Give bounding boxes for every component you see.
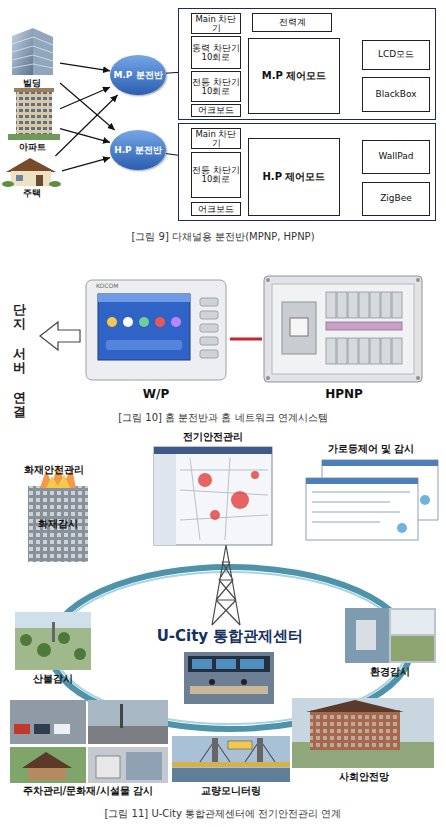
bridge-photo bbox=[172, 736, 290, 782]
connector bbox=[60, 83, 115, 130]
lcd-module-box: LCD모드 bbox=[362, 40, 430, 70]
node-label: 전등 차단기 10회로 bbox=[192, 166, 240, 184]
node-label: 어크보드 bbox=[198, 205, 234, 214]
connector bbox=[230, 338, 262, 341]
node-label: BlackBox bbox=[375, 90, 416, 99]
house bbox=[2, 158, 61, 187]
wallpad-box: WallPad bbox=[362, 140, 430, 174]
meter-box: 전력계 bbox=[252, 13, 332, 32]
node-label: WallPad bbox=[378, 152, 413, 161]
figure-caption: [그림 9] 다채널용 분전반(MPNP, HPNP) bbox=[0, 231, 446, 243]
node-label: Main 차단기 bbox=[192, 130, 240, 148]
zigbee-box: ZigBee bbox=[362, 182, 430, 216]
breaker-box: 전등 차단기 10회로 bbox=[191, 71, 241, 102]
breaker-box: Main 차단기 bbox=[191, 128, 241, 149]
node-label: Main 차단기 bbox=[192, 15, 240, 33]
fire-safety-image: 화재안전관리화재감시 bbox=[8, 462, 100, 562]
breaker-box: Main 차단기 bbox=[191, 13, 241, 34]
panelboard-image: HPNP bbox=[262, 274, 426, 404]
environment-image: 환경감시 bbox=[342, 606, 438, 682]
center-title: U-City 통합관제센터 bbox=[45, 628, 415, 645]
image-caption: 산불감시 bbox=[12, 673, 94, 685]
house-image: 주택 bbox=[2, 156, 62, 202]
streetlight-screens bbox=[306, 460, 438, 540]
image-caption: 주차관리/문화재/시설물 감시 bbox=[6, 785, 170, 797]
panel-node: H.P 분전반 bbox=[110, 130, 166, 170]
fire-building-photo bbox=[28, 464, 88, 562]
facility-image: 주차관리/문화재/시설물 감시 bbox=[6, 698, 170, 800]
node-label: H.P 분전반 bbox=[114, 145, 162, 155]
node-label: ZigBee bbox=[380, 194, 412, 203]
image-caption: W/P bbox=[82, 388, 230, 402]
image-caption: 교량모니터링 bbox=[170, 785, 292, 797]
figure-caption: [그림 11] U-City 통합관제센터에 전기안전관리 연계 bbox=[0, 808, 446, 820]
apartment-image: 아파트 bbox=[4, 86, 60, 156]
image-caption: 아파트 bbox=[4, 142, 60, 152]
node-label: 어크보드 bbox=[198, 106, 234, 115]
connector bbox=[62, 158, 110, 171]
image-caption: 화재안전관리 bbox=[8, 464, 100, 476]
wallpad-device bbox=[86, 280, 226, 380]
breaker-box: 동력 차단기 10회로 bbox=[191, 36, 241, 69]
social-safety-image: 사회안전망 bbox=[290, 696, 438, 786]
node-label: M.P 제어모드 bbox=[262, 71, 327, 82]
streetlight-image: 가로등제어 및 감시 bbox=[298, 440, 444, 542]
node-label: LCD모드 bbox=[378, 50, 414, 59]
arc-board-box: 어크보드 bbox=[191, 104, 241, 117]
building-image: 빌딩 bbox=[4, 26, 60, 92]
image-caption: 환경감시 bbox=[342, 666, 438, 678]
image-caption: 화재감시 bbox=[24, 518, 92, 530]
social-safety-photo bbox=[292, 698, 434, 768]
apartment-building bbox=[8, 88, 60, 140]
antenna-tower bbox=[212, 545, 240, 625]
node-label: H.P 제어모드 bbox=[263, 172, 326, 183]
arc-board-box: 어크보드 bbox=[191, 202, 241, 216]
office-building bbox=[12, 28, 53, 75]
wallpad-image: W/P bbox=[82, 274, 230, 404]
connector bbox=[60, 63, 110, 71]
image-caption: 빌딩 bbox=[4, 78, 60, 88]
image-caption: 가로등제어 및 감시 bbox=[298, 443, 444, 455]
blackbox-box: BlackBox bbox=[362, 77, 430, 112]
forest-image: 산불감시 bbox=[12, 610, 94, 688]
connector bbox=[166, 154, 178, 156]
panel-block: Main 차단기전등 차단기 10회로어크보드 H.P 제어모드 WallPadZi… bbox=[178, 123, 436, 221]
panelboard-photo bbox=[264, 276, 422, 382]
panel-block: Main 차단기동력 차단기 10회로전등 차단기 10회로어크보드 전력계 M.P… bbox=[178, 8, 436, 120]
breaker-box: 전등 차단기 10회로 bbox=[191, 152, 241, 198]
connector bbox=[55, 95, 117, 156]
image-caption: HPNP bbox=[262, 388, 426, 402]
brand-mark: KOCOM bbox=[96, 283, 136, 290]
panel-node: M.P 분전반 bbox=[110, 55, 166, 95]
node-label: 전력계 bbox=[279, 18, 306, 27]
server-arrow bbox=[40, 322, 80, 350]
control-room-photo bbox=[184, 652, 274, 704]
image-caption: 사회안전망 bbox=[290, 771, 438, 783]
control-center-ellipse: U-City 통합관제센터 bbox=[45, 563, 415, 733]
node-label: M.P 분전반 bbox=[113, 70, 162, 80]
node-label: 동력 차단기 10회로 bbox=[192, 44, 240, 62]
image-caption: 전기안전관리 bbox=[150, 431, 276, 443]
electrical-safety-image: 전기안전관리 bbox=[150, 430, 276, 546]
node-label: 전등 차단기 10회로 bbox=[192, 78, 240, 96]
ellipse-outline bbox=[45, 563, 415, 733]
image-caption: 주택 bbox=[2, 188, 62, 198]
bridge-image: 교량모니터링 bbox=[170, 734, 292, 800]
connector bbox=[60, 87, 110, 109]
control-module-box: M.P 제어모드 bbox=[248, 38, 340, 114]
monitoring-screenshot bbox=[154, 447, 272, 545]
control-module-box: H.P 제어모드 bbox=[248, 138, 340, 216]
facility-photos bbox=[10, 700, 168, 783]
figure-caption: [그림 10] 홈 분전반과 홈 네트워크 연계시스템 bbox=[0, 412, 446, 424]
connector bbox=[60, 129, 110, 143]
connector bbox=[166, 72, 178, 74]
server-link-label: 단지 서버 연결 bbox=[12, 294, 27, 410]
